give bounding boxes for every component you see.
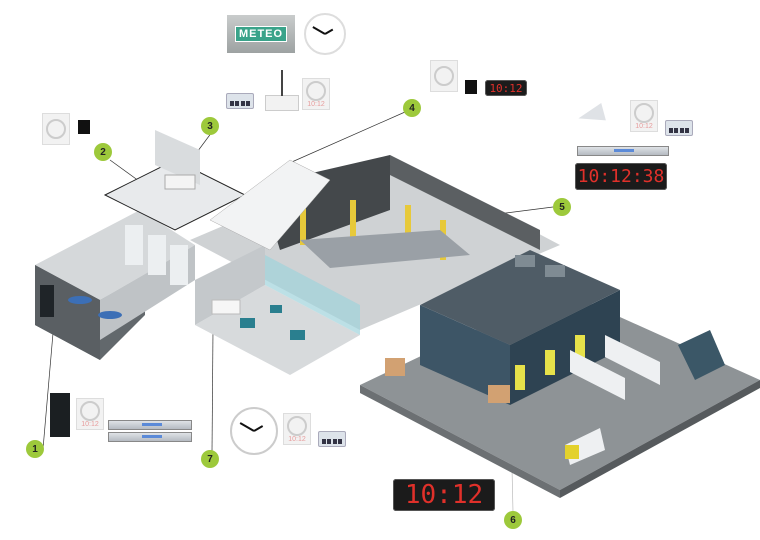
callout-6[interactable]: 6 <box>504 511 522 529</box>
digital-clock-5: 10:12:38 <box>575 163 667 190</box>
speaker-display-icon: 10:12 <box>76 398 104 430</box>
server-tower-icon <box>50 393 70 437</box>
keypad-icon <box>318 431 346 447</box>
meteo-label: METEO <box>234 26 288 42</box>
callout-7[interactable]: 7 <box>201 450 219 468</box>
speaker-display-icon: 10:12 <box>630 100 658 132</box>
digital-clock-4: 10:12 <box>485 80 527 96</box>
keypad-icon <box>665 120 693 136</box>
master-clock-rack-icon <box>577 146 669 156</box>
keypad-icon <box>226 93 254 109</box>
paging-microphone-icon <box>265 70 299 111</box>
truck <box>605 335 660 385</box>
speaker-icon <box>430 60 458 92</box>
master-clock-rack-icon <box>108 420 192 430</box>
network-rack-icon <box>108 432 192 442</box>
callout-2[interactable]: 2 <box>94 143 112 161</box>
speaker-display-icon: 10:12 <box>302 78 330 110</box>
warehouse-roof <box>420 250 620 345</box>
speaker-display-icon: 10:12 <box>283 413 311 445</box>
digital-clock-6: 10:12 <box>393 479 495 511</box>
callout-4[interactable]: 4 <box>403 99 421 117</box>
callout-3[interactable]: 3 <box>201 117 219 135</box>
callout-1[interactable]: 1 <box>26 440 44 458</box>
analog-clock-icon <box>304 13 346 55</box>
horn-speaker-icon <box>576 100 608 130</box>
badge-reader-icon <box>465 80 477 94</box>
callout-5[interactable]: 5 <box>553 198 571 216</box>
analog-clock-icon <box>230 407 278 455</box>
warehouse-front <box>420 305 510 405</box>
meteo-display: METEO <box>227 15 295 53</box>
speaker-icon <box>42 113 70 145</box>
truck <box>570 350 625 400</box>
badge-reader-icon <box>78 120 90 134</box>
